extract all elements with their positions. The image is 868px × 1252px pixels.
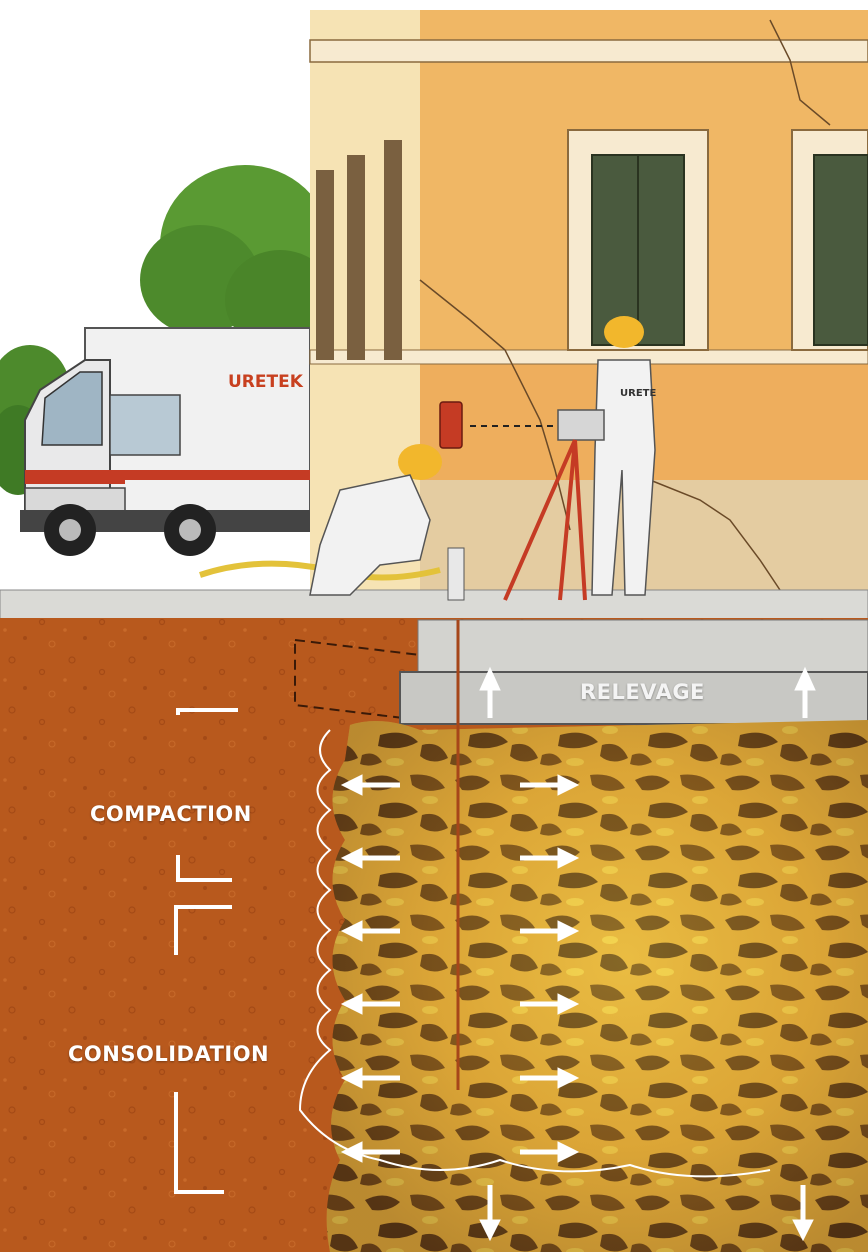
suit-logo: URETE bbox=[620, 388, 656, 399]
compaction-label: COMPACTION bbox=[90, 802, 252, 826]
truck-logo: URETEK bbox=[228, 372, 303, 392]
foundation bbox=[400, 620, 868, 724]
consolidation-label: CONSOLIDATION bbox=[68, 1042, 269, 1066]
relevage-label: RELEVAGE bbox=[580, 680, 705, 704]
